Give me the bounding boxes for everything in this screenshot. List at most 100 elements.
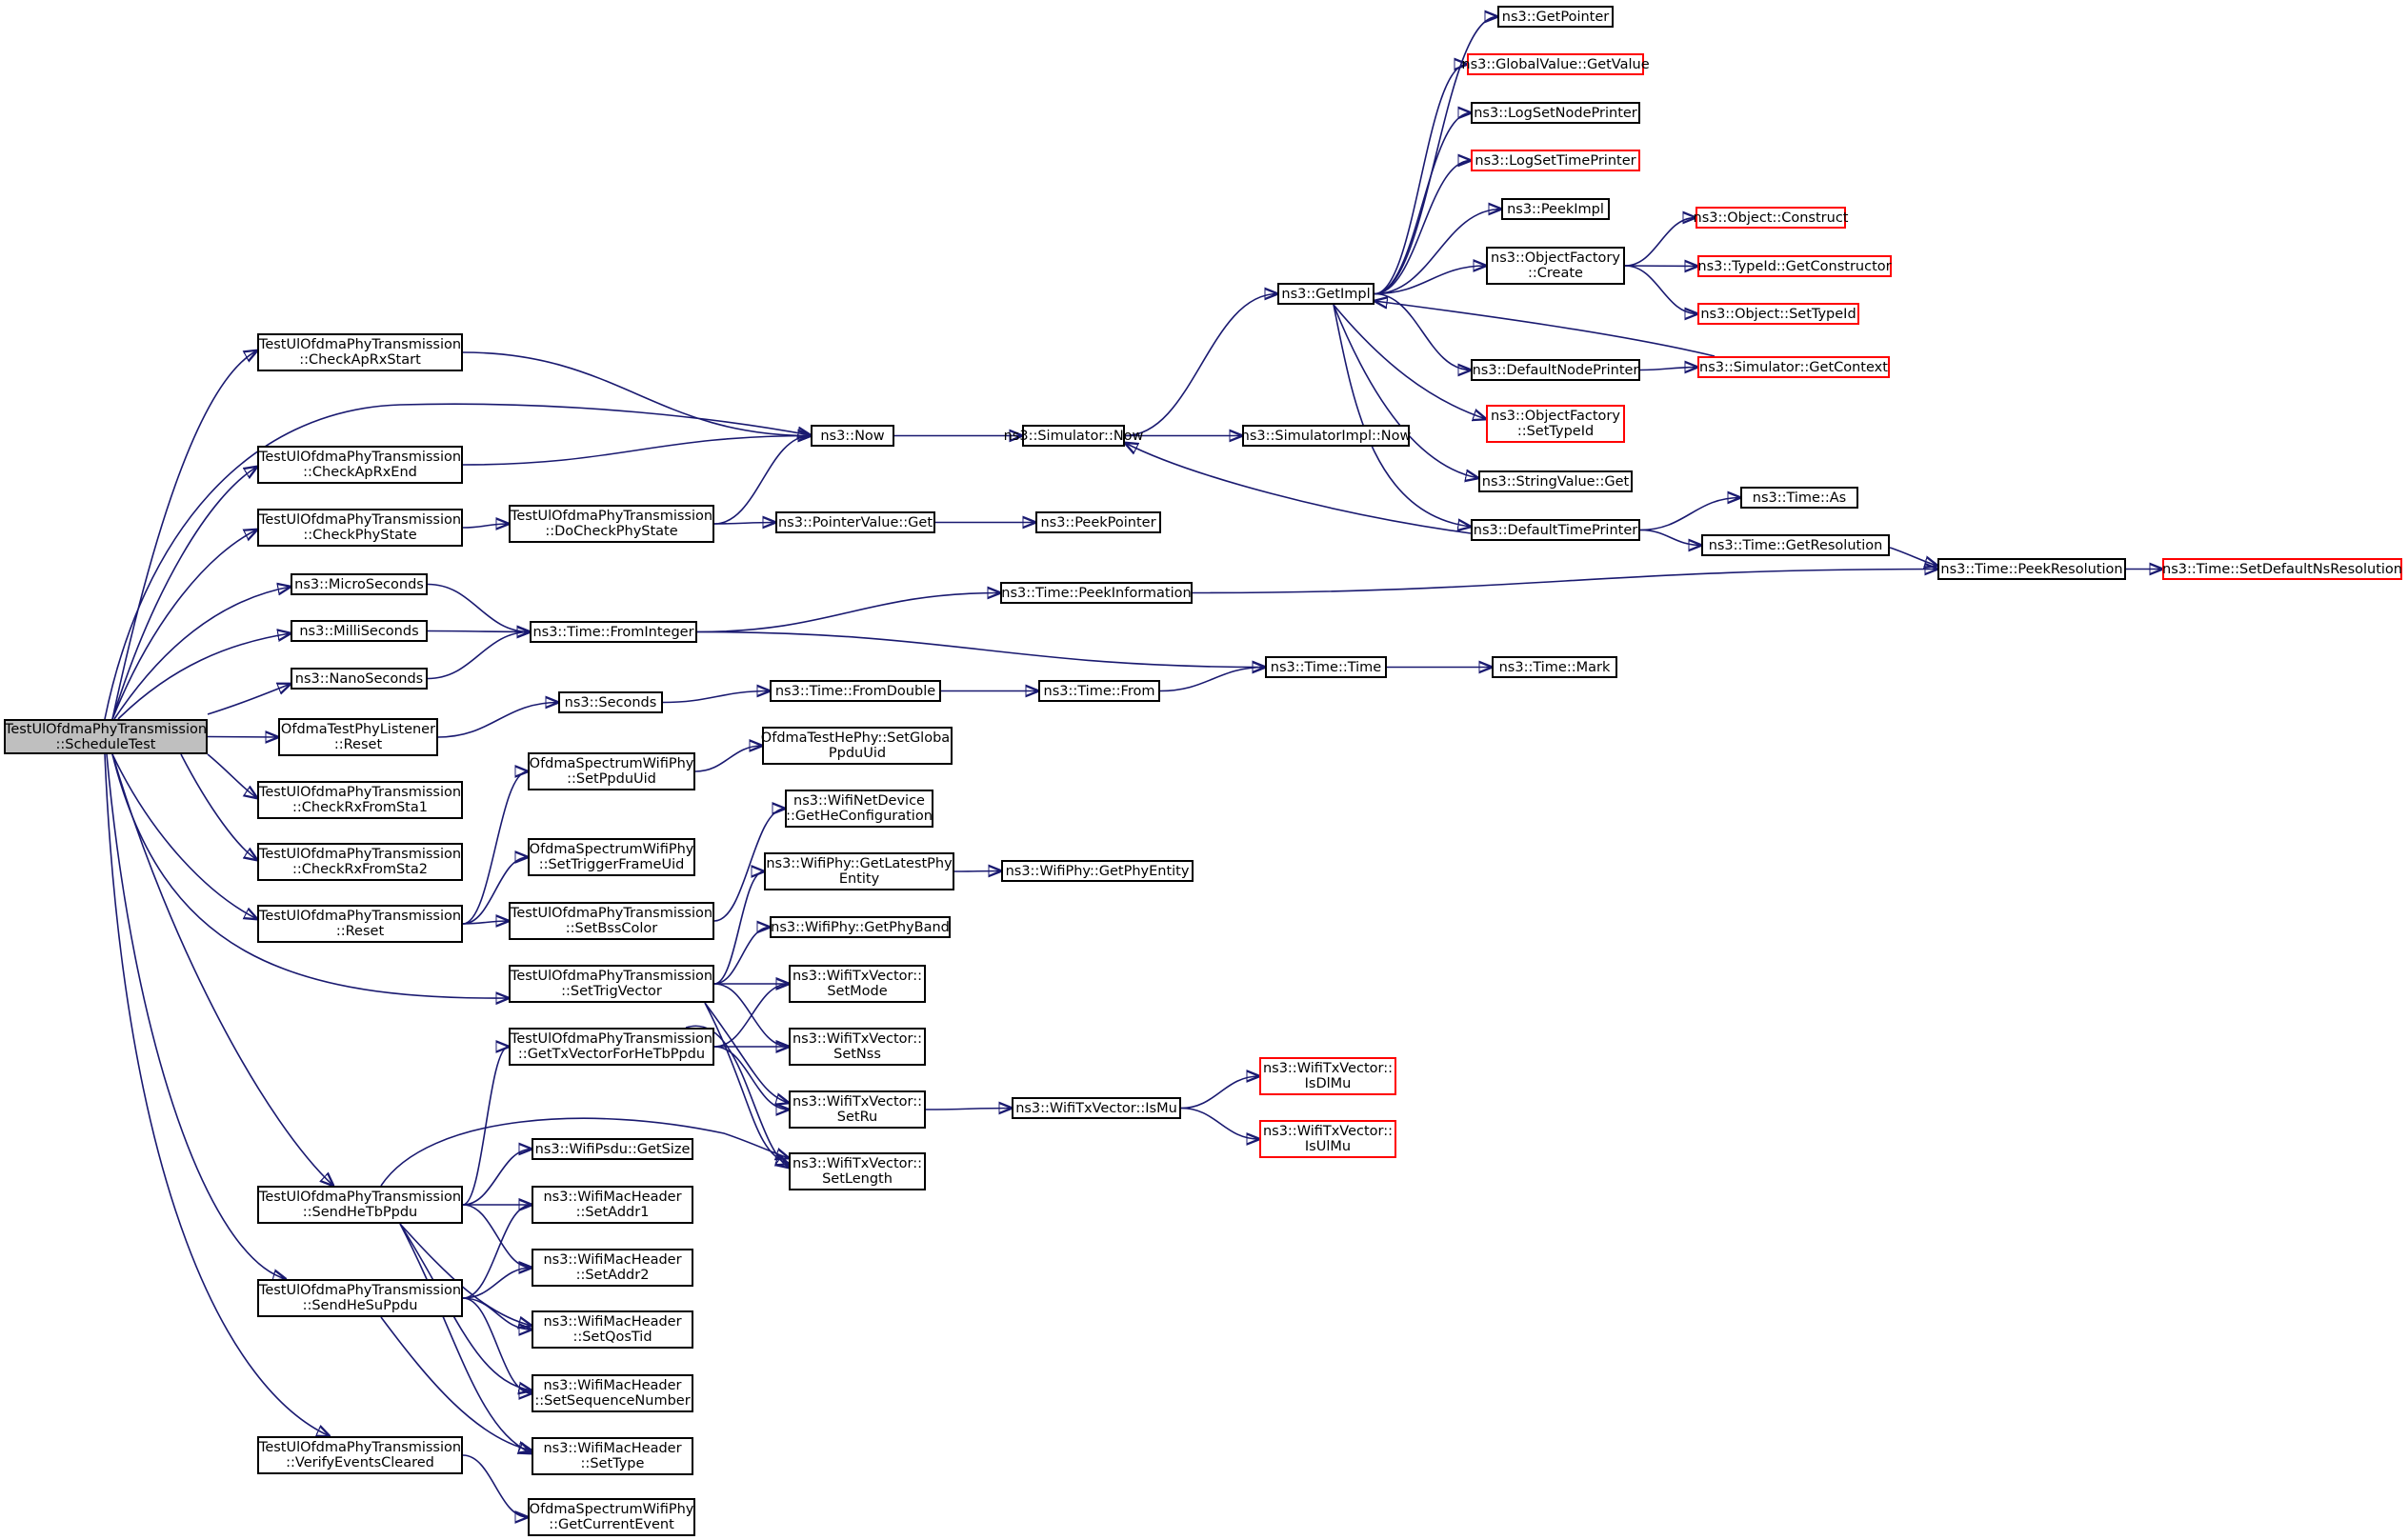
node-set-default-ns-resolution[interactable]: ns3::Time::SetDefaultNsResolution [2162, 558, 2402, 580]
edge-root-to-send-he-su-ppdu [106, 753, 286, 1279]
node-peek-resolution[interactable]: ns3::Time::PeekResolution [1937, 558, 2126, 580]
node-get-tx-vector-for-he-tb-ppdu[interactable]: TestUlOfdmaPhyTransmission::GetTxVectorF… [509, 1028, 714, 1066]
node-simulator-get-context[interactable]: ns3::Simulator::GetContext [1697, 356, 1890, 378]
node-peek-pointer[interactable]: ns3::PeekPointer [1035, 511, 1161, 533]
edge-send-he-tb-ppdu-to-set-qos-tid [399, 1223, 532, 1326]
node-label: ns3::WifiNetDevice::GetHeConfiguration [786, 793, 933, 824]
node-label: ns3::WifiPhy::GetPhyBand [771, 919, 950, 935]
node-log-set-time-printer[interactable]: ns3::LogSetTimePrinter [1471, 150, 1640, 171]
node-label: TestUlOfdmaPhyTransmission::CheckApRxSta… [258, 337, 462, 368]
node-time-as[interactable]: ns3::Time::As [1740, 487, 1858, 509]
node-nano-seconds[interactable]: ns3::NanoSeconds [291, 668, 428, 690]
node-object-factory-set-type-id[interactable]: ns3::ObjectFactory::SetTypeId [1486, 405, 1625, 443]
node-simulator-now[interactable]: ns3::Simulator::Now [1004, 425, 1143, 447]
node-label: ns3::DefaultTimePrinter [1473, 522, 1638, 538]
node-seconds[interactable]: ns3::Seconds [558, 691, 663, 713]
node-set-length[interactable]: ns3::WifiTxVector::SetLength [789, 1152, 926, 1190]
node-label: ns3::Seconds [564, 694, 657, 710]
node-time-from-double[interactable]: ns3::Time::FromDouble [770, 680, 941, 702]
node-object-construct[interactable]: ns3::Object::Construct [1694, 207, 1849, 229]
node-set-type[interactable]: ns3::WifiMacHeader::SetType [532, 1437, 693, 1475]
node-micro-seconds[interactable]: ns3::MicroSeconds [291, 573, 428, 595]
node-milli-seconds[interactable]: ns3::MilliSeconds [291, 620, 428, 642]
edge-simulator-get-context-to-get-impl [1375, 301, 1716, 357]
node-label: ns3::Simulator::GetContext [1699, 359, 1888, 375]
node-label: TestUlOfdmaPhyTransmission::SetBssColor [510, 906, 713, 936]
node-set-sequence-number[interactable]: ns3::WifiMacHeader::SetSequenceNumber [532, 1374, 693, 1412]
node-check-rx-from-sta1[interactable]: TestUlOfdmaPhyTransmission::CheckRxFromS… [257, 781, 463, 819]
node-set-nss[interactable]: ns3::WifiTxVector::SetNss [789, 1028, 926, 1066]
node-send-he-tb-ppdu[interactable]: TestUlOfdmaPhyTransmission::SendHeTbPpdu [257, 1186, 463, 1224]
node-is-ul-mu[interactable]: ns3::WifiTxVector::IsUlMu [1259, 1120, 1396, 1158]
node-simulator-impl-now[interactable]: ns3::SimulatorImpl::Now [1241, 425, 1411, 447]
node-listener-reset[interactable]: OfdmaTestPhyListener::Reset [278, 718, 438, 756]
node-test-reset[interactable]: TestUlOfdmaPhyTransmission::Reset [257, 905, 463, 943]
edge-simulator-now-to-get-impl [1124, 294, 1277, 437]
node-log-set-node-printer[interactable]: ns3::LogSetNodePrinter [1471, 102, 1640, 124]
node-get-impl[interactable]: ns3::GetImpl [1277, 283, 1375, 305]
node-get-he-configuration[interactable]: ns3::WifiNetDevice::GetHeConfiguration [785, 790, 933, 828]
node-label: TestUlOfdmaPhyTransmission::SendHeSuPpdu [258, 1283, 462, 1313]
node-label: TestUlOfdmaPhyTransmission::CheckRxFromS… [258, 847, 462, 877]
node-check-phy-state[interactable]: TestUlOfdmaPhyTransmission::CheckPhyStat… [257, 509, 463, 547]
node-set-ru[interactable]: ns3::WifiTxVector::SetRu [789, 1090, 926, 1129]
node-set-mode[interactable]: ns3::WifiTxVector::SetMode [789, 965, 926, 1003]
node-check-rx-from-sta2[interactable]: TestUlOfdmaPhyTransmission::CheckRxFromS… [257, 843, 463, 881]
node-verify-events-cleared[interactable]: TestUlOfdmaPhyTransmission::VerifyEvents… [257, 1436, 463, 1474]
node-get-phy-band[interactable]: ns3::WifiPhy::GetPhyBand [770, 916, 951, 938]
node-label: ns3::NanoSeconds [294, 670, 424, 687]
edge-default-time-printer-to-time-get-resolution [1639, 529, 1701, 546]
node-label: ns3::WifiTxVector::SetLength [792, 1156, 923, 1187]
edge-root-to-verify-events-cleared [104, 753, 330, 1436]
node-time-get-resolution[interactable]: ns3::Time::GetResolution [1701, 534, 1890, 556]
edge-set-ru-to-is-mu [925, 1109, 1012, 1110]
node-set-addr2[interactable]: ns3::WifiMacHeader::SetAddr2 [532, 1249, 693, 1287]
node-set-bss-color[interactable]: TestUlOfdmaPhyTransmission::SetBssColor [509, 902, 714, 940]
node-set-trigger-frame-uid[interactable]: OfdmaSpectrumWifiPhy::SetTriggerFrameUid [528, 838, 695, 876]
node-set-ppdu-uid[interactable]: OfdmaSpectrumWifiPhy::SetPpduUid [528, 752, 695, 790]
edge-get-impl-to-default-node-printer [1374, 292, 1471, 370]
node-set-qos-tid[interactable]: ns3::WifiMacHeader::SetQosTid [532, 1310, 693, 1349]
node-object-factory-create[interactable]: ns3::ObjectFactory::Create [1486, 247, 1625, 285]
node-string-value-get[interactable]: ns3::StringValue::Get [1478, 470, 1633, 492]
node-type-id-get-constructor[interactable]: ns3::TypeId::GetConstructor [1697, 255, 1892, 277]
node-label: ns3::ObjectFactory::SetTypeId [1491, 409, 1620, 439]
edge-micro-seconds-to-from-integer [427, 583, 530, 632]
node-from-integer[interactable]: ns3::Time::FromInteger [530, 621, 697, 643]
node-get-pointer[interactable]: ns3::GetPointer [1497, 6, 1614, 28]
node-check-ap-rx-start[interactable]: TestUlOfdmaPhyTransmission::CheckApRxSta… [257, 333, 463, 371]
edge-root-to-send-he-tb-ppdu [111, 753, 333, 1186]
node-send-he-su-ppdu[interactable]: TestUlOfdmaPhyTransmission::SendHeSuPpdu [257, 1279, 463, 1317]
node-psdu-get-size[interactable]: ns3::WifiPsdu::GetSize [532, 1138, 693, 1160]
node-label: TestUlOfdmaPhyTransmission::DoCheckPhySt… [510, 509, 713, 539]
node-peek-impl[interactable]: ns3::PeekImpl [1501, 198, 1610, 220]
node-label: TestUlOfdmaPhyTransmission::CheckPhyStat… [258, 512, 462, 543]
node-is-dl-mu[interactable]: ns3::WifiTxVector::IsDlMu [1259, 1057, 1396, 1095]
edge-get-impl-to-default-time-printer [1333, 304, 1471, 527]
node-peek-information[interactable]: ns3::Time::PeekInformation [1000, 582, 1193, 604]
node-set-addr1[interactable]: ns3::WifiMacHeader::SetAddr1 [532, 1186, 693, 1224]
node-check-ap-rx-end[interactable]: TestUlOfdmaPhyTransmission::CheckApRxEnd [257, 446, 463, 484]
node-pointer-value-get[interactable]: ns3::PointerValue::Get [775, 511, 935, 533]
node-get-current-event[interactable]: OfdmaSpectrumWifiPhy::GetCurrentEvent [528, 1498, 695, 1536]
node-global-value-get-value[interactable]: ns3::GlobalValue::GetValue [1461, 53, 1650, 75]
node-object-set-type-id[interactable]: ns3::Object::SetTypeId [1697, 303, 1859, 325]
node-time-mark[interactable]: ns3::Time::Mark [1492, 656, 1617, 678]
node-label: ns3::Time::Mark [1498, 659, 1611, 675]
edge-check-phy-state-to-do-check-phy-state [462, 524, 509, 528]
edge-root-to-nano-seconds [207, 684, 291, 715]
node-do-check-phy-state[interactable]: TestUlOfdmaPhyTransmission::DoCheckPhySt… [509, 505, 714, 543]
edge-get-impl-to-log-set-node-printer [1374, 113, 1471, 295]
node-set-trig-vector[interactable]: TestUlOfdmaPhyTransmission::SetTrigVecto… [509, 965, 714, 1003]
node-default-time-printer[interactable]: ns3::DefaultTimePrinter [1471, 519, 1640, 541]
node-get-phy-entity[interactable]: ns3::WifiPhy::GetPhyEntity [1001, 860, 1194, 882]
node-is-mu[interactable]: ns3::WifiTxVector::IsMu [1012, 1097, 1181, 1119]
node-now[interactable]: ns3::Now [811, 425, 894, 447]
node-time-time[interactable]: ns3::Time::Time [1265, 656, 1387, 678]
edge-get-impl-to-peek-impl [1374, 210, 1501, 295]
node-time-from[interactable]: ns3::Time::From [1038, 680, 1160, 702]
node-default-node-printer[interactable]: ns3::DefaultNodePrinter [1471, 359, 1640, 381]
